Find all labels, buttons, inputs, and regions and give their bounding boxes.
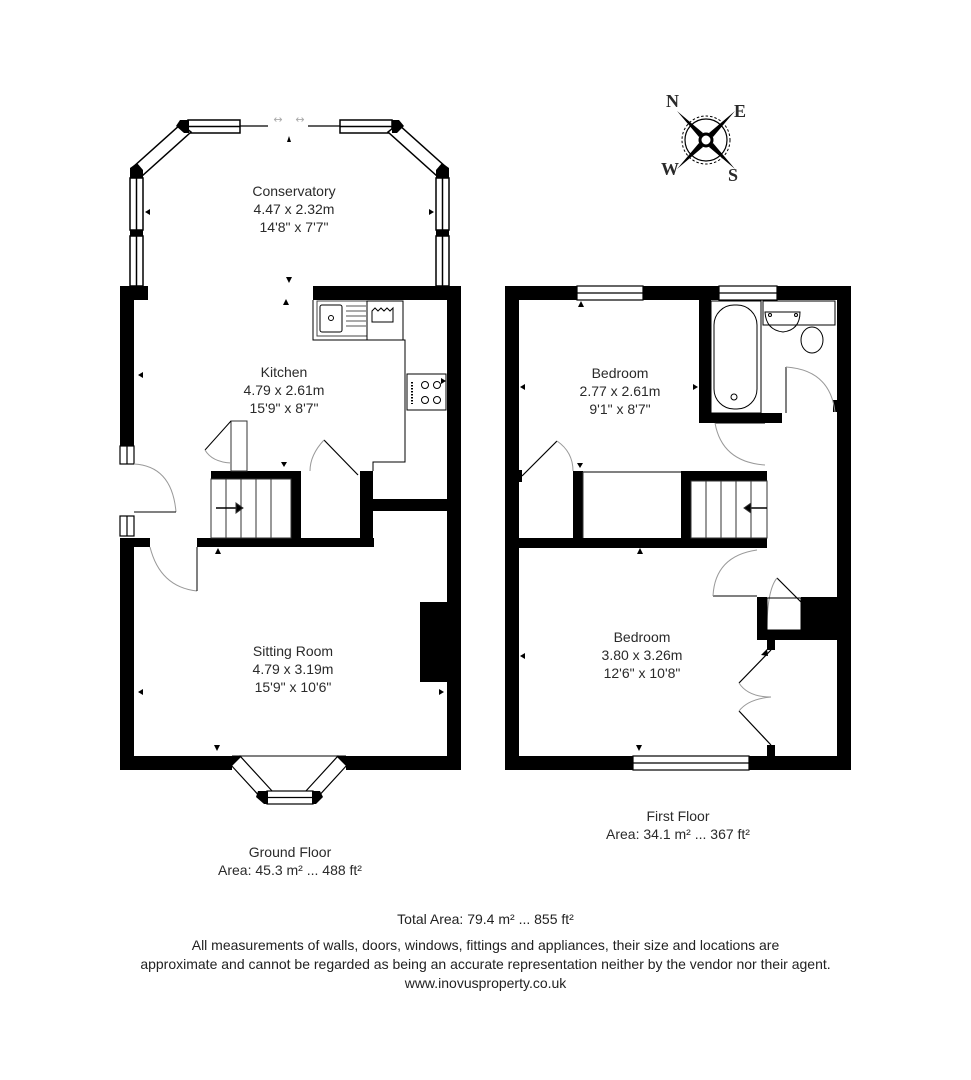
room-metric: 4.79 x 3.19m <box>252 661 334 677</box>
room-label-conservatory: Conservatory 4.47 x 2.32m 14'8" x 7'7" <box>214 182 374 236</box>
first-floor-walls <box>505 286 851 770</box>
room-metric: 3.80 x 3.26m <box>601 647 683 663</box>
first-stairs <box>582 471 768 539</box>
room-name: Bedroom <box>613 629 671 645</box>
total-area: Total Area: 79.4 m² ... 855 ft² <box>397 911 574 927</box>
compass-south-label: S <box>728 165 739 185</box>
compass-rose <box>677 111 735 169</box>
ground-floor-plan: ↔ ↔ <box>119 113 461 805</box>
room-name: Conservatory <box>252 183 336 199</box>
room-metric: 4.47 x 2.32m <box>253 201 335 217</box>
floor-name: First Floor <box>646 808 710 824</box>
kitchen-units <box>312 300 447 471</box>
website-link[interactable]: www.inovusproperty.co.uk <box>404 975 567 991</box>
first-floor-windows <box>576 285 778 771</box>
bathroom-fixtures <box>710 300 836 414</box>
sliding-door: ↔ ↔ <box>240 113 340 127</box>
compass-north-label: N <box>666 91 679 111</box>
room-name: Bedroom <box>591 365 649 381</box>
first-markers <box>520 301 768 751</box>
disclaimer-line-2: approximate and cannot be regarded as be… <box>140 956 831 972</box>
chimney-breast <box>420 602 447 682</box>
first-floor-caption: First Floor Area: 34.1 m² ... 367 ft² <box>568 807 788 843</box>
ground-stairs <box>210 420 292 539</box>
svg-text:↔: ↔ <box>295 113 304 126</box>
bay-window <box>220 755 358 805</box>
room-metric: 4.79 x 2.61m <box>243 382 325 398</box>
disclaimer-line-1: All measurements of walls, doors, window… <box>191 937 780 953</box>
room-label-bedroom-2: Bedroom 3.80 x 3.26m 12'6" x 10'8" <box>567 628 717 682</box>
room-name: Sitting Room <box>252 643 334 659</box>
floor-area: Area: 45.3 m² ... 488 ft² <box>218 862 362 878</box>
room-imperial: 14'8" x 7'7" <box>259 219 329 235</box>
ground-markers <box>138 136 446 751</box>
svg-text:↔: ↔ <box>273 113 282 126</box>
room-label-bedroom-1: Bedroom 2.77 x 2.61m 9'1" x 8'7" <box>545 364 695 418</box>
first-floor-plan <box>505 285 851 771</box>
ground-floor-walls <box>120 286 461 770</box>
compass-east-label: E <box>734 101 747 121</box>
first-doors <box>521 366 836 746</box>
room-metric: 2.77 x 2.61m <box>579 383 661 399</box>
floor-area: Area: 34.1 m² ... 367 ft² <box>606 826 750 842</box>
room-label-kitchen: Kitchen 4.79 x 2.61m 15'9" x 8'7" <box>204 363 364 417</box>
room-imperial: 9'1" x 8'7" <box>589 401 651 417</box>
ground-floor-caption: Ground Floor Area: 45.3 m² ... 488 ft² <box>180 843 400 879</box>
room-imperial: 12'6" x 10'8" <box>603 665 681 681</box>
room-name: Kitchen <box>260 364 308 380</box>
ground-doors <box>133 420 359 592</box>
room-imperial: 15'9" x 8'7" <box>249 400 319 416</box>
floor-name: Ground Floor <box>248 844 332 860</box>
room-label-sitting-room: Sitting Room 4.79 x 3.19m 15'9" x 10'6" <box>213 642 373 696</box>
compass-west-label: W <box>661 159 679 179</box>
room-imperial: 15'9" x 10'6" <box>254 679 332 695</box>
